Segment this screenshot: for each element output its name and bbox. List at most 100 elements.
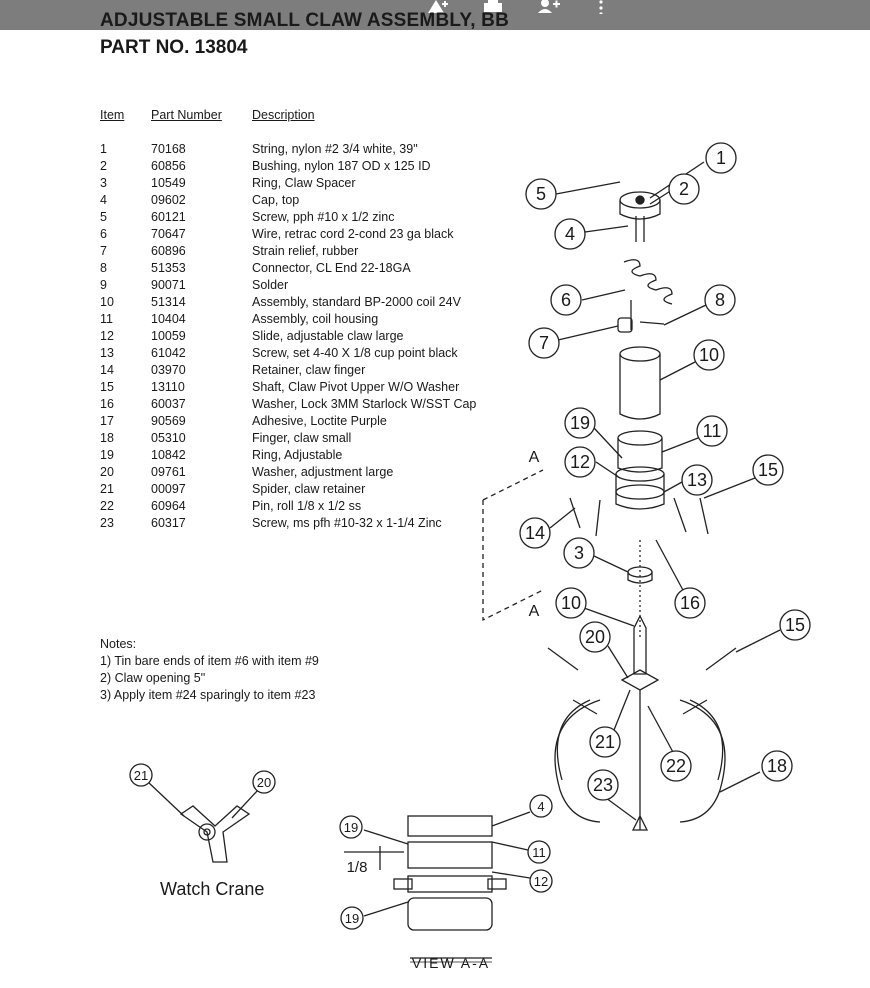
header-item: Item — [100, 108, 125, 122]
part-number: 90569 — [151, 414, 186, 428]
item-number: 9 — [100, 278, 107, 292]
callout-label: 2 — [679, 179, 689, 199]
callout-label: 21 — [595, 732, 615, 752]
notes-block: Notes: 1) Tin bare ends of item #6 with … — [100, 636, 319, 704]
callout-label: 15 — [758, 460, 778, 480]
item-number: 8 — [100, 261, 107, 275]
dimension-label: 1/8 — [347, 859, 368, 876]
part-description: Screw, set 4-40 X 1/8 cup point black — [252, 346, 458, 360]
callout-label: 8 — [715, 290, 725, 310]
part-number: 60121 — [151, 210, 186, 224]
view-aa-label: 19 — [344, 820, 358, 835]
callout-label: 10 — [561, 593, 581, 613]
part-description: Solder — [252, 278, 289, 292]
part-description: Assembly, standard BP-2000 coil 24V — [252, 295, 461, 309]
add-person-icon[interactable] — [536, 0, 562, 14]
view-aa-label: 4 — [537, 799, 544, 814]
viewer-toolbar — [0, 0, 870, 30]
part-description: Connector, CL End 22-18GA — [252, 261, 411, 275]
part-number: 09761 — [151, 465, 186, 479]
part-number: 90071 — [151, 278, 186, 292]
watch-crane-label: 21 — [134, 768, 148, 783]
item-number: 4 — [100, 193, 107, 207]
callout-label: 16 — [680, 593, 700, 613]
callout-label: 13 — [687, 470, 707, 490]
callout-label: 14 — [525, 523, 545, 543]
item-number: 10 — [100, 295, 114, 309]
part-number: 10404 — [151, 312, 186, 326]
part-description: String, nylon #2 3/4 white, 39" — [252, 142, 418, 156]
part-number: 60317 — [151, 516, 186, 530]
part-number: 70168 — [151, 142, 186, 156]
view-aa-label: 11 — [532, 845, 546, 860]
watch-crane-label: 20 — [257, 775, 271, 790]
print-icon[interactable] — [480, 0, 506, 14]
item-number: 16 — [100, 397, 114, 411]
part-description: Bushing, nylon 187 OD x 125 ID — [252, 159, 431, 173]
section-mark: A — [529, 449, 540, 466]
callout-label: 10 — [699, 345, 719, 365]
item-number: 18 — [100, 431, 114, 445]
callout-label: 12 — [570, 452, 590, 472]
part-number: 13110 — [151, 380, 185, 394]
item-number: 22 — [100, 499, 114, 513]
callout-label: 3 — [574, 543, 584, 563]
part-number: 60896 — [151, 244, 186, 258]
part-number: 51314 — [151, 295, 186, 309]
view-aa-caption: VIEW A-A — [412, 955, 490, 971]
part-description: Adhesive, Loctite Purple — [252, 414, 387, 428]
part-description: Pin, roll 1/8 x 1/2 ss — [252, 499, 362, 513]
item-number: 11 — [100, 312, 113, 326]
item-number: 20 — [100, 465, 114, 479]
item-number: 17 — [100, 414, 114, 428]
part-description: Washer, adjustment large — [252, 465, 394, 479]
part-number: 60964 — [151, 499, 186, 513]
add-drive-icon[interactable] — [424, 0, 450, 14]
watch-crane-caption: Watch Crane — [160, 879, 265, 899]
note-line: 1) Tin bare ends of item #6 with item #9 — [100, 654, 319, 668]
part-number: 60037 — [151, 397, 186, 411]
callout-label: 11 — [703, 421, 722, 441]
part-description: Screw, ms pfh #10-32 x 1-1/4 Zinc — [252, 516, 442, 530]
part-description: Slide, adjustable claw large — [252, 329, 404, 343]
item-number: 1 — [100, 142, 107, 156]
part-description: Shaft, Claw Pivot Upper W/O Washer — [252, 380, 460, 394]
part-number: 61042 — [151, 346, 186, 360]
part-number: 10059 — [151, 329, 186, 343]
section-mark: A — [529, 603, 540, 620]
callout-label: 4 — [565, 224, 575, 244]
part-number: 09602 — [151, 193, 186, 207]
part-description: Spider, claw retainer — [252, 482, 366, 496]
part-number: 70647 — [151, 227, 186, 241]
part-description: Ring, Claw Spacer — [252, 176, 356, 190]
part-number: 05310 — [151, 431, 186, 445]
item-number: 5 — [100, 210, 107, 224]
callout-label: 1 — [716, 148, 726, 168]
part-number: 03970 — [151, 363, 186, 377]
item-number: 6 — [100, 227, 107, 241]
item-number: 7 — [100, 244, 107, 258]
part-number-title: PART NO. 13804 — [100, 37, 248, 58]
callout-label: 6 — [561, 290, 571, 310]
part-number: 10549 — [151, 176, 186, 190]
part-description: Strain relief, rubber — [252, 244, 359, 258]
callout-label: 19 — [570, 413, 590, 433]
view-aa-label: 19 — [345, 911, 359, 926]
part-number: 60856 — [151, 159, 186, 173]
view-aa-label: 12 — [534, 874, 548, 889]
callout-label: 15 — [785, 615, 805, 635]
header-part-number: Part Number — [151, 108, 222, 122]
part-description: Screw, pph #10 x 1/2 zinc — [252, 210, 395, 224]
part-description: Finger, claw small — [252, 431, 352, 445]
item-number: 2 — [100, 159, 107, 173]
part-description: Wire, retrac cord 2-cond 23 ga black — [252, 227, 454, 241]
callout-label: 23 — [593, 775, 613, 795]
item-number: 19 — [100, 448, 114, 462]
callout-label: 22 — [666, 756, 686, 776]
notes-heading: Notes: — [100, 637, 137, 651]
item-number: 3 — [100, 176, 107, 190]
callout-label: 7 — [539, 333, 549, 353]
callout-label: 5 — [536, 184, 546, 204]
